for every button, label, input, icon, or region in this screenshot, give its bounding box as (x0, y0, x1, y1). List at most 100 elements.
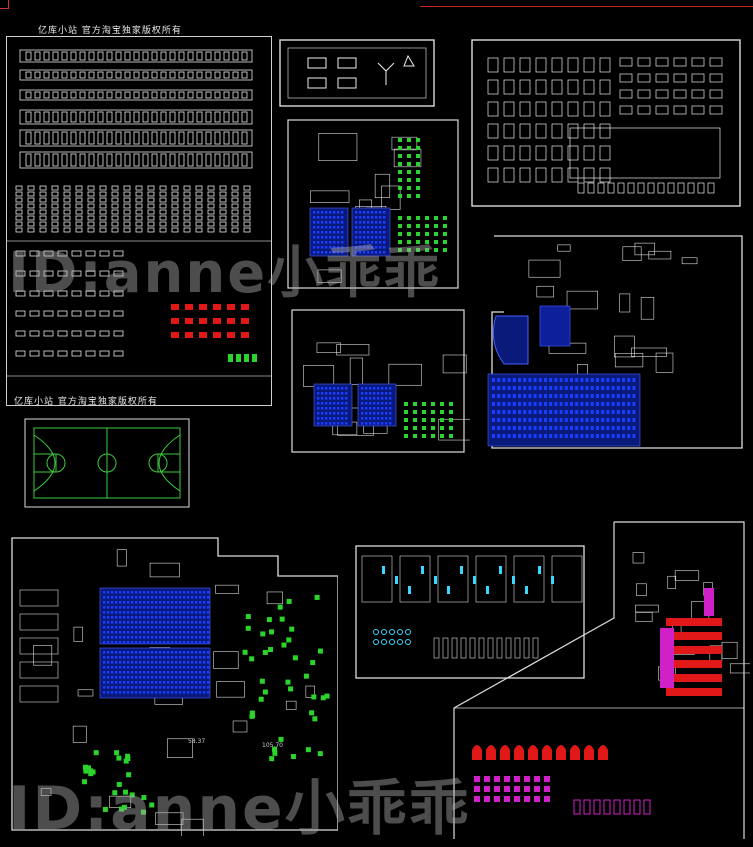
green-fixture (407, 232, 411, 236)
seat (199, 616, 202, 619)
seat (345, 417, 348, 420)
seat (119, 656, 122, 659)
green-fixture (404, 426, 408, 430)
green-fixture (292, 655, 298, 661)
cyan-fixture (373, 639, 379, 645)
seat (337, 417, 340, 420)
seat (139, 616, 142, 619)
seat (143, 621, 146, 624)
green-fixture (407, 154, 411, 158)
seat (371, 231, 374, 234)
seat (375, 211, 378, 214)
magenta-seat (474, 786, 480, 792)
seat (119, 636, 122, 639)
seat (155, 616, 158, 619)
plan-restaurant-right (453, 521, 750, 839)
cyan-fixture (486, 586, 489, 594)
seat (559, 386, 563, 390)
seat (195, 601, 198, 604)
seat (317, 226, 320, 229)
block-library-panel (6, 36, 272, 406)
green-fixture (398, 138, 402, 142)
seat (333, 417, 336, 420)
seat (179, 666, 182, 669)
green-fixture (88, 771, 94, 777)
seat (377, 402, 380, 405)
magenta-seat (623, 799, 631, 815)
seat (183, 671, 186, 674)
seat (115, 651, 118, 654)
seat (183, 651, 186, 654)
seat (163, 631, 166, 634)
seat (590, 378, 594, 382)
seat (135, 681, 138, 684)
seat (183, 681, 186, 684)
seat (179, 676, 182, 679)
seat (564, 418, 568, 422)
seat (590, 410, 594, 414)
seat (507, 378, 511, 382)
seat (151, 636, 154, 639)
green-fixture (82, 764, 88, 770)
seat (570, 426, 573, 430)
seat (199, 676, 202, 679)
seat (199, 651, 202, 654)
magenta-seat (504, 776, 510, 782)
cyan-fixture (551, 576, 554, 584)
seat (115, 631, 118, 634)
seat (163, 676, 166, 679)
green-fixture (121, 804, 127, 810)
magenta-seat (494, 776, 500, 782)
seat (518, 394, 521, 398)
room-area-label-b: 105.70 (262, 742, 283, 749)
seat (590, 434, 594, 438)
seat (175, 671, 178, 674)
seat (175, 626, 178, 629)
green-fixture (422, 418, 426, 422)
seat (329, 251, 332, 254)
seat (544, 378, 547, 382)
seat (107, 631, 110, 634)
seat (317, 417, 320, 420)
seat (337, 397, 340, 400)
seat (179, 691, 182, 694)
green-fixture (249, 656, 255, 662)
seat (123, 641, 126, 644)
seat (367, 241, 370, 244)
seat (167, 591, 170, 594)
seat (533, 402, 537, 406)
red-block (241, 304, 249, 310)
green-fixture (309, 710, 315, 716)
seat (317, 407, 320, 410)
seat (321, 241, 324, 244)
green-fixture (398, 224, 402, 228)
seat (103, 596, 106, 599)
magenta-seat (514, 796, 520, 802)
seat (502, 410, 506, 414)
seat (123, 631, 126, 634)
seat (107, 671, 110, 674)
seat (383, 221, 386, 224)
seat (159, 606, 162, 609)
seat (585, 402, 589, 406)
green-fixture (258, 696, 264, 702)
seat (139, 686, 142, 689)
seat (175, 661, 178, 664)
green-fixture (407, 170, 411, 174)
green-fixture (449, 426, 453, 430)
seat (119, 681, 122, 684)
seat (337, 402, 340, 405)
seat (337, 231, 340, 234)
seat (187, 671, 190, 674)
seat (632, 434, 636, 438)
seat (580, 402, 584, 406)
seat (512, 378, 516, 382)
seat (341, 402, 344, 405)
green-fixture (245, 614, 251, 620)
seat (191, 611, 194, 614)
seat (622, 394, 625, 398)
seat (377, 397, 380, 400)
red-block (227, 332, 235, 338)
seat (147, 606, 150, 609)
seat (492, 426, 495, 430)
